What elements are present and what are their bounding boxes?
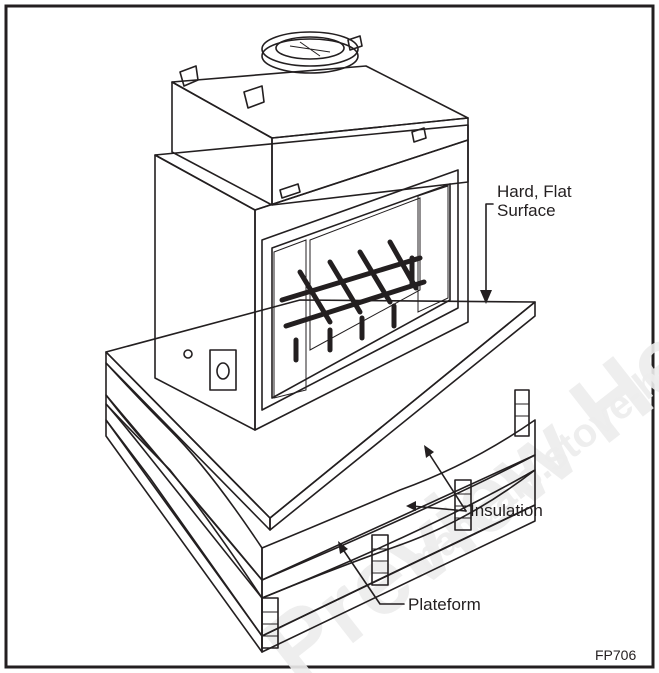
leader-insulation-upper <box>427 451 467 512</box>
hood-brackets <box>179 35 427 143</box>
leader-insulation-lower <box>411 505 467 512</box>
fireplace-unit <box>154 31 469 431</box>
label-insulation: Insulation <box>470 501 543 520</box>
arrowhead-hard-flat-surface <box>480 290 492 304</box>
platform-assembly <box>105 299 536 653</box>
side-control-plate <box>209 349 237 391</box>
support-posts <box>261 389 530 649</box>
callouts: Hard, Flat Surface Insulation Plateform … <box>338 182 636 663</box>
leader-platform <box>341 547 405 605</box>
left-screen-mesh <box>273 239 307 399</box>
label-hard-flat-surface-line2: Surface <box>497 201 556 220</box>
right-screen-mesh <box>417 185 449 313</box>
leader-hard-flat-surface <box>485 203 494 301</box>
label-hard-flat-surface-line1: Hard, Flat <box>497 182 572 201</box>
flue-collar <box>261 31 359 74</box>
lower-plywood-slab <box>105 394 263 599</box>
grate-bars <box>279 239 427 363</box>
figure-code: FP706 <box>595 647 636 663</box>
opening-frame <box>261 169 459 411</box>
firebox-brick-wall <box>309 197 421 351</box>
firebox-front <box>254 139 469 431</box>
arrowhead-platform <box>338 541 348 554</box>
label-platform: Plateform <box>408 595 481 614</box>
arrowhead-insulation-upper <box>424 445 434 458</box>
side-knob <box>183 349 193 359</box>
arrowhead-insulation-lower <box>406 501 416 511</box>
